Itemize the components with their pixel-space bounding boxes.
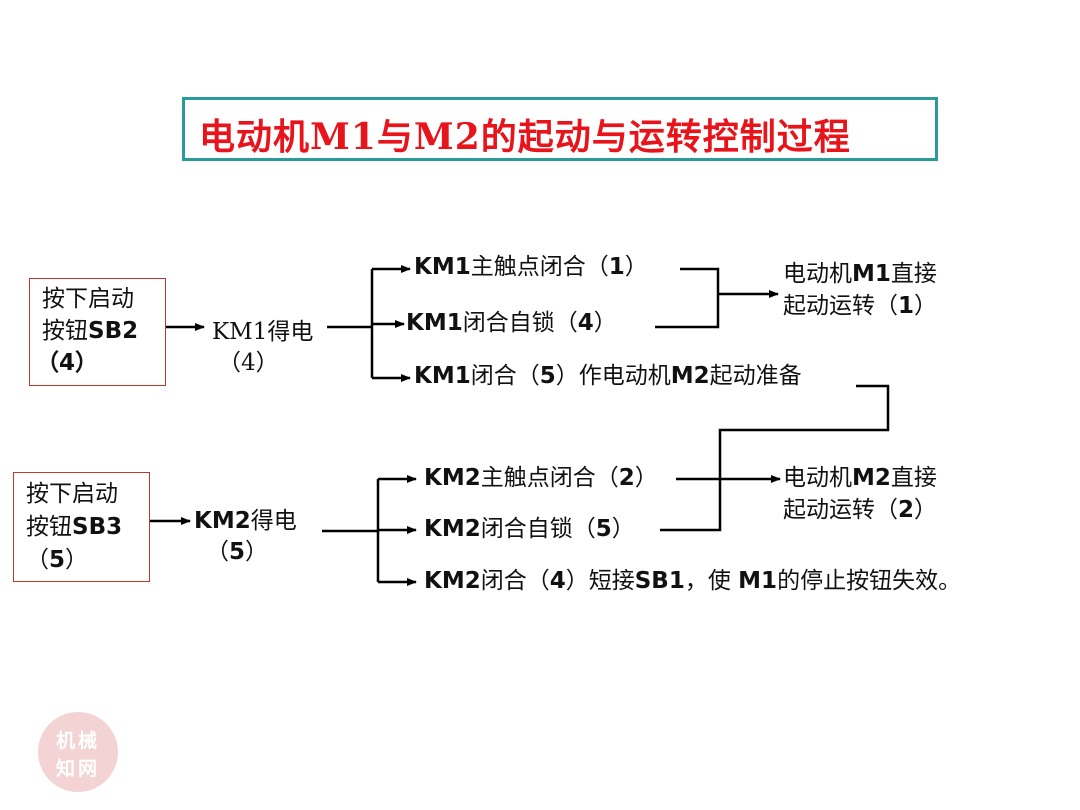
start-button-sb2-box: 按下启动 按钮SB2 （4） [29, 278, 166, 386]
page-title: 电动机M1与M2的起动与运转控制过程 [199, 116, 851, 158]
sb3-line3: （5） [26, 547, 89, 573]
km2-coil-line1: KM2得电 [194, 508, 297, 534]
km2-branch-main-contact: KM2主触点闭合（2） [424, 465, 658, 491]
km1-branch-self-lock: KM1闭合自锁（4） [406, 310, 617, 336]
watermark-logo: 机械 知网 [38, 712, 118, 792]
km1-branch-main-contact: KM1主触点闭合（1） [414, 254, 648, 280]
title-box: 电动机M1与M2的起动与运转控制过程 [182, 97, 938, 161]
watermark-line2: 知网 [55, 758, 100, 780]
m1-result-line1: 电动机M1直接 [783, 261, 937, 287]
m2-result-line1: 电动机M2直接 [783, 465, 937, 491]
cross-link [660, 384, 890, 532]
sb3-line2: 按钮SB3 [26, 514, 123, 540]
km1-branch-m2-prep: KM1闭合（5）作电动机M2起动准备 [414, 363, 802, 389]
merge1 [655, 267, 720, 329]
m1-result-line2: 起动运转（1） [783, 293, 938, 319]
km1-coil-line2: （4） [218, 350, 279, 376]
km2-branch-self-lock: KM2闭合自锁（5） [424, 516, 635, 542]
m2-result-line2: 起动运转（2） [783, 497, 938, 523]
sb2-line3: （4） [36, 350, 99, 376]
sb2-line2: 按钮SB2 [42, 318, 139, 344]
watermark-line1: 机械 [55, 730, 100, 752]
km1-coil-line1: KM1得电 [212, 319, 314, 345]
km2-coil-line2: （5） [206, 539, 269, 565]
km2-branch-short-sb1: KM2闭合（4）短接SB1，使 M1的停止按钮失效。 [424, 568, 962, 594]
start-button-sb3-box: 按下启动 按钮SB3 （5） [13, 472, 150, 582]
sb3-line1: 按下启动 [26, 481, 118, 507]
sb2-line1: 按下启动 [42, 286, 134, 312]
